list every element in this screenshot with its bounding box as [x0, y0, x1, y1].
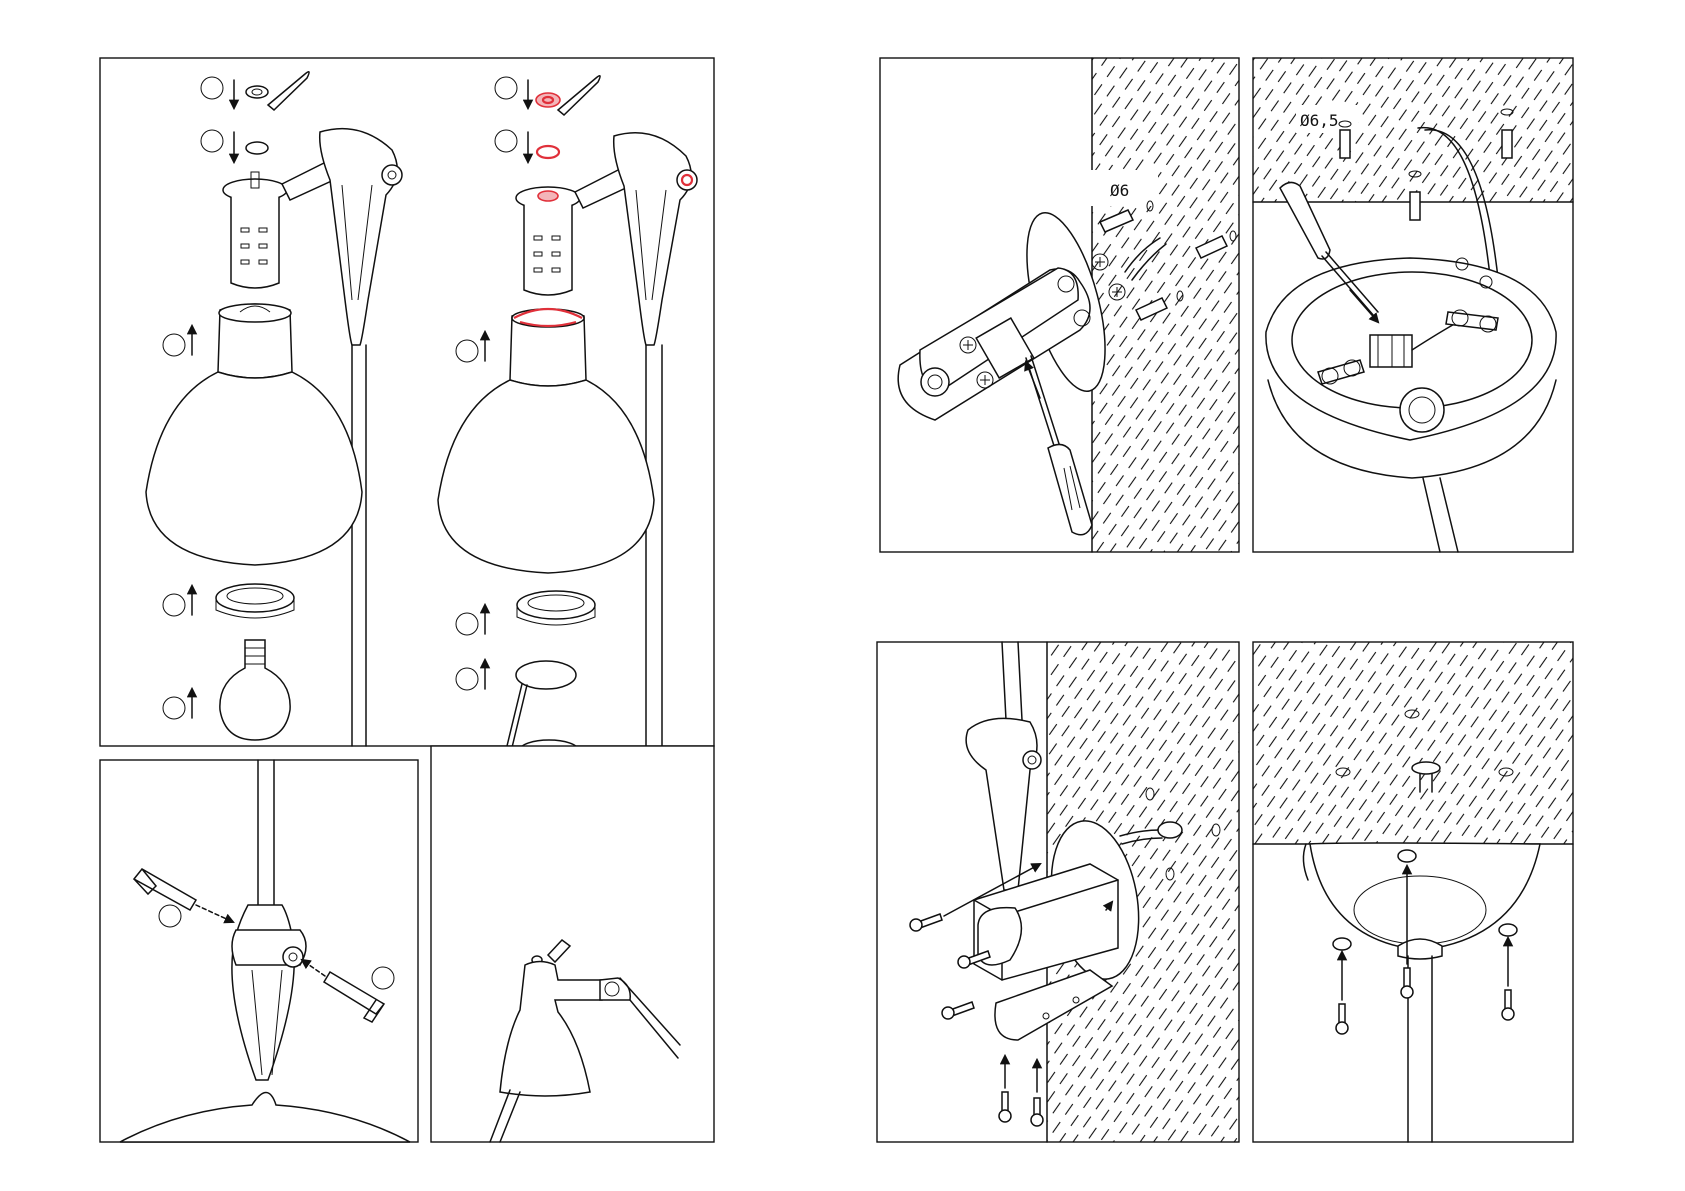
panel-ceiling-canopy-mounting — [1253, 642, 1573, 1142]
knob-nut-highlight — [536, 93, 560, 107]
terminal-block-icon — [1370, 335, 1412, 367]
diffuser-disk — [516, 661, 576, 689]
wall-drill-diameter-label: Ø6 — [1110, 181, 1129, 200]
panel-sconce-wall-wiring: Ø6 — [880, 58, 1239, 552]
panel-sconce-mounting — [877, 642, 1239, 1142]
ceiling-hatch — [1253, 642, 1573, 844]
knob-nut — [246, 86, 268, 98]
panel-joint-hex-key — [100, 760, 418, 1142]
ceiling-drill-diameter-label: Ø6,5 — [1300, 111, 1339, 130]
panel-ceiling-canopy-wiring: Ø6,5 — [1253, 58, 1573, 552]
washer — [246, 142, 268, 154]
panel-lamp-assembled — [431, 746, 714, 1142]
socket-body — [231, 197, 279, 288]
